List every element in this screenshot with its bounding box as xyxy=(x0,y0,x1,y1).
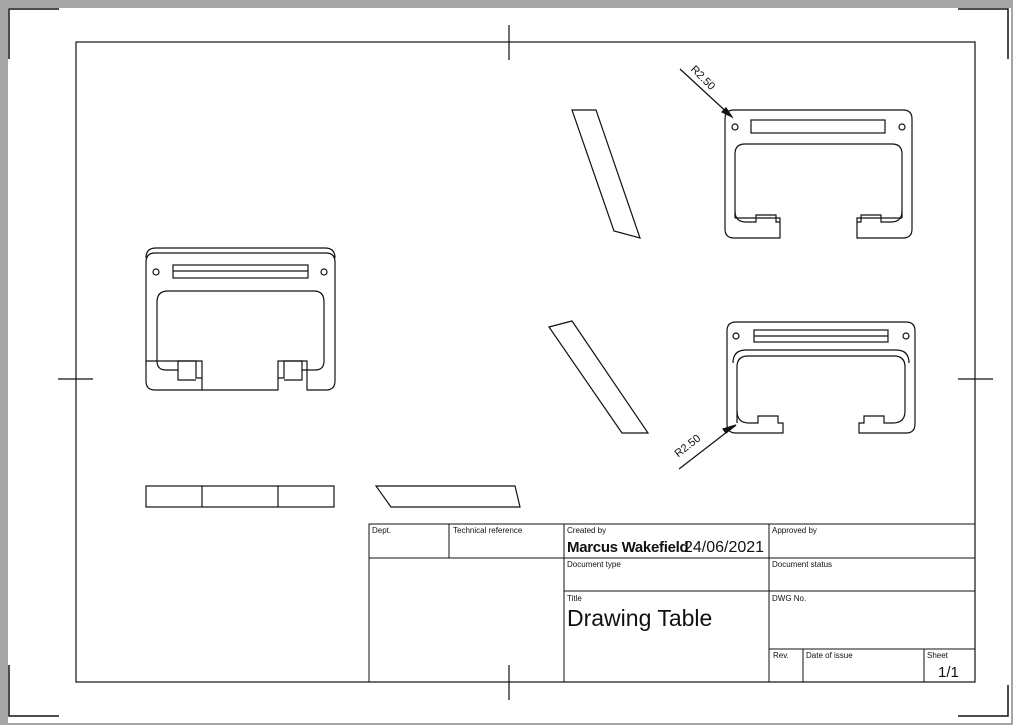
created-by-label: Created by xyxy=(567,526,607,535)
rev-label: Rev. xyxy=(773,651,789,660)
document-status-label: Document status xyxy=(772,560,833,569)
dwg-no-label: DWG No. xyxy=(772,594,807,603)
drawing-title: Drawing Table xyxy=(567,605,713,631)
top-right-bracket-view xyxy=(679,68,913,239)
upper-slanted-part xyxy=(571,109,641,239)
bottom-right-bracket-view xyxy=(678,321,916,470)
top-view-bar xyxy=(145,485,335,508)
document-type-label: Document type xyxy=(567,560,621,569)
sheet-label: Sheet xyxy=(927,651,948,660)
date-of-issue-label: Date of issue xyxy=(806,651,853,660)
bottom-skewed-bar xyxy=(374,485,521,508)
technical-reference-label: Technical reference xyxy=(453,526,523,535)
front-view-left xyxy=(145,247,336,391)
approved-by-label: Approved by xyxy=(772,526,817,535)
drawing-sheet: R2.50 R2.50 Dept. Technical reference Cr… xyxy=(8,8,1011,723)
created-by-value: Marcus Wakefield xyxy=(567,539,689,556)
dept-label: Dept. xyxy=(372,526,392,535)
title-label: Title xyxy=(567,594,582,603)
lower-slanted-part xyxy=(548,320,650,434)
centering-marks xyxy=(58,25,993,700)
sheet-number: 1/1 xyxy=(938,664,959,681)
title-block-grid xyxy=(368,523,976,683)
drawing-canvas xyxy=(8,8,1009,717)
created-date: 24/06/2021 xyxy=(684,539,765,556)
drawing-frame xyxy=(75,41,976,683)
page-corner-marks xyxy=(8,8,1009,717)
